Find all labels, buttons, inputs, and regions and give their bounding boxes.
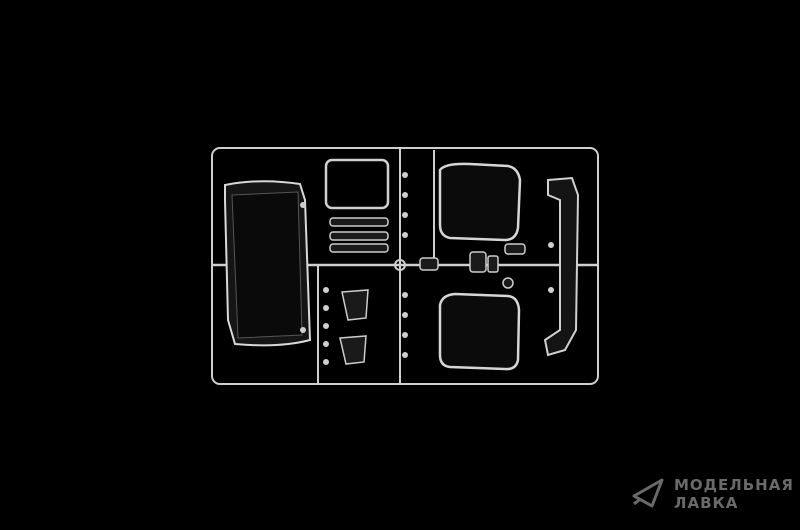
right-side-part xyxy=(543,176,580,357)
small-window-frame xyxy=(324,158,390,210)
attachment-gates xyxy=(300,172,554,365)
watermark-logo: МОДЕЛЬНАЯ ЛАВКА xyxy=(630,476,794,512)
large-body-panel xyxy=(224,180,312,347)
side-windows xyxy=(438,162,522,371)
watermark-line2: ЛАВКА xyxy=(674,494,739,512)
logo-icon xyxy=(632,478,664,508)
small-parts xyxy=(329,217,526,365)
watermark-line1: МОДЕЛЬНАЯ xyxy=(674,476,794,494)
